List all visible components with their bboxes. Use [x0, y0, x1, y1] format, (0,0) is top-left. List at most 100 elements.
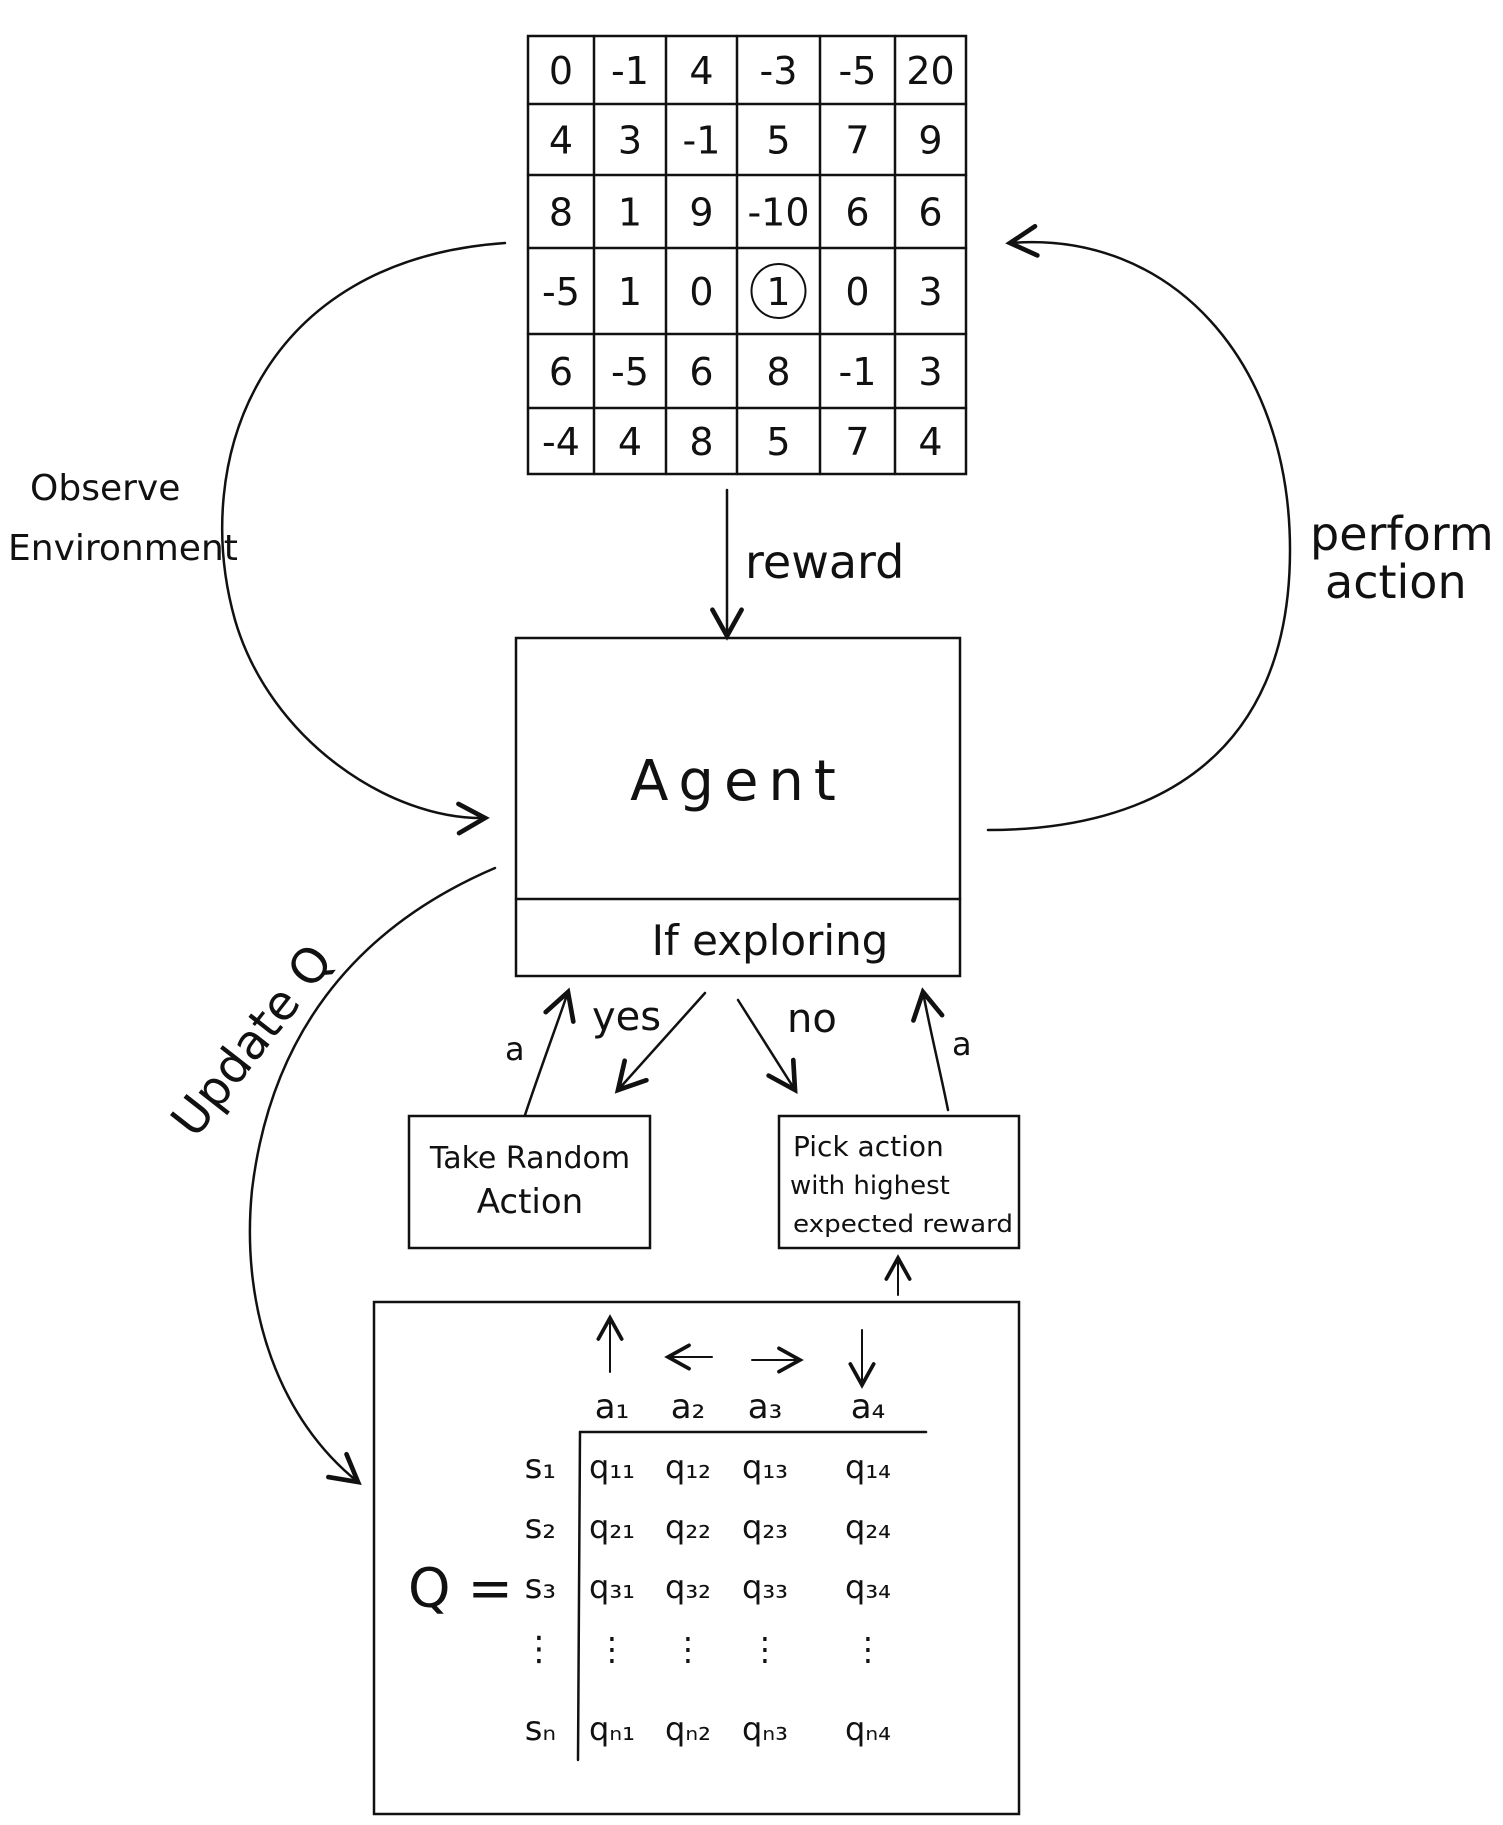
q-value-cell: q₁₁ — [589, 1448, 635, 1486]
grid-cell-value: 6 — [549, 350, 573, 394]
update-q-arrow — [248, 866, 497, 1485]
grid-cell-value: -5 — [839, 49, 877, 93]
state-label: sₙ — [525, 1709, 556, 1749]
grid-cell-value: -1 — [611, 49, 649, 93]
action-label: a₁ — [595, 1387, 629, 1427]
grid-cell-value: 7 — [845, 119, 869, 163]
q-table-frame — [372, 1300, 1021, 1816]
q-value-cell: q₃₁ — [589, 1568, 635, 1606]
grid-cell-value: 4 — [549, 119, 573, 163]
perform-arrow — [986, 224, 1292, 832]
agent-title: Agent — [630, 749, 846, 814]
grid-cell-value: 0 — [689, 270, 713, 314]
no-arrow — [736, 998, 798, 1095]
grid-cell-value: 6 — [845, 191, 869, 235]
state-label: s₂ — [525, 1507, 556, 1547]
update-q-label: Update Q — [160, 934, 344, 1147]
random-action-frame — [407, 1114, 652, 1250]
q-value-cell: q₃₄ — [845, 1568, 891, 1606]
q-value-cell: ⋮ — [852, 1630, 884, 1668]
a-right-label: a — [952, 1025, 972, 1063]
grid-cell-value: 1 — [618, 191, 642, 235]
grid-cell-value: 5 — [766, 420, 790, 464]
q-value-cell: q₁₃ — [742, 1448, 788, 1486]
q-state-rule — [576, 1430, 582, 1762]
state-label: ⋮ — [522, 1629, 556, 1669]
q-value-cell: q₂₁ — [589, 1508, 635, 1546]
q-lhs: Q = — [408, 1557, 513, 1620]
q-value-cell: qₙ₁ — [589, 1710, 635, 1748]
grid-cell-value: 1 — [618, 270, 642, 314]
grid-cell-value: 4 — [918, 420, 942, 464]
grid-cell-value: 0 — [549, 49, 573, 93]
yes-label: yes — [592, 994, 661, 1040]
grid-cell-value: 4 — [689, 49, 713, 93]
q-value-cell: q₁₂ — [665, 1448, 711, 1486]
q-value-cell: q₂₂ — [665, 1508, 711, 1546]
greedy-action-return-arrow — [911, 987, 950, 1112]
q-value-cell: q₂₃ — [742, 1508, 788, 1546]
grid-frame — [526, 34, 968, 476]
yes-arrow — [614, 991, 707, 1094]
state-label: s₃ — [525, 1567, 556, 1607]
q-value-cell: q₂₄ — [845, 1508, 891, 1546]
q-value-cell: q₁₄ — [845, 1448, 891, 1486]
grid-cell-value: 5 — [766, 119, 790, 163]
q-value-cell: qₙ₄ — [845, 1710, 891, 1748]
observe-label-line1: Observe — [30, 468, 180, 509]
perform-label: perform action — [1310, 507, 1494, 609]
q-value-cell: q₃₃ — [742, 1568, 788, 1606]
grid-cell-value: 0 — [845, 270, 869, 314]
agent-frame — [514, 636, 962, 978]
grid-cell-value: 8 — [689, 420, 713, 464]
a-left-label: a — [505, 1030, 525, 1068]
perform-label-line2: action — [1325, 555, 1467, 609]
q-value-cell: qₙ₂ — [665, 1710, 711, 1748]
grid-cell-value: 4 — [618, 420, 642, 464]
q-value-cell: ⋮ — [672, 1630, 704, 1668]
grid-cell-value: -10 — [747, 191, 809, 235]
grid-cell-value: 9 — [689, 191, 713, 235]
grid-cell-value: 1 — [766, 270, 790, 314]
grid-cell-value: 9 — [918, 119, 942, 163]
random-action-line2: Action — [477, 1182, 583, 1222]
greedy-line3: expected reward — [793, 1210, 1013, 1238]
random-action-box: Take Random Action — [407, 1114, 652, 1250]
grid-cell-value: -1 — [839, 350, 877, 394]
grid-cell-value: 6 — [918, 191, 942, 235]
observe-label: Observe Environment — [8, 468, 238, 569]
q-value-cell: ⋮ — [596, 1630, 628, 1668]
greedy-line1: Pick action — [793, 1130, 944, 1163]
action-label: a₂ — [671, 1387, 705, 1427]
agent-box: Agent If exploring — [514, 636, 962, 978]
grid-cell-value: -5 — [611, 350, 649, 394]
q-value-cell: qₙ₃ — [742, 1710, 788, 1748]
greedy-action-box: Pick action with highest expected reward — [777, 1114, 1021, 1250]
exploring-label: If exploring — [652, 916, 889, 965]
grid-cell-value: -1 — [683, 119, 721, 163]
agent-position-marker — [750, 263, 807, 319]
grid-cell-value: 3 — [918, 270, 942, 314]
grid-cell-value: 20 — [906, 49, 954, 93]
observe-arrow — [221, 241, 507, 836]
grid-cell-value: 3 — [618, 119, 642, 163]
action-label: a₄ — [851, 1387, 885, 1427]
grid-cell-value: -5 — [542, 270, 580, 314]
q-value-cell: ⋮ — [749, 1630, 781, 1668]
grid-cell-value: 8 — [549, 191, 573, 235]
action-label: a₃ — [748, 1387, 782, 1427]
action-arrows — [596, 1314, 876, 1389]
grid-cell-value: -4 — [542, 420, 580, 464]
q-value-cell: q₃₂ — [665, 1568, 711, 1606]
random-action-return-arrow — [523, 987, 576, 1117]
grid-cell-value: 6 — [689, 350, 713, 394]
greedy-line2: with highest — [790, 1171, 950, 1201]
perform-label-line1: perform — [1310, 507, 1494, 561]
observe-label-line2: Environment — [8, 528, 238, 569]
grid-cell-value: 7 — [845, 420, 869, 464]
grid-cell-value: 8 — [766, 350, 790, 394]
